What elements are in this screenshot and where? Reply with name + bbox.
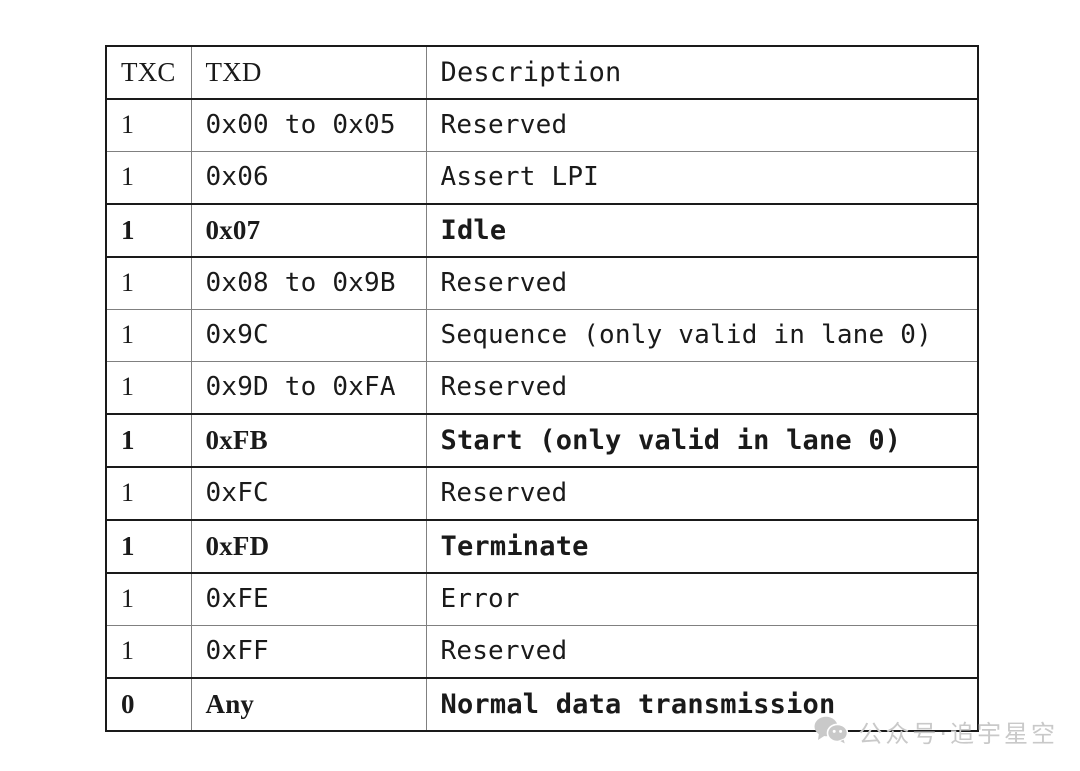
cell-description: Reserved: [425, 361, 979, 415]
cell-txd: 0x00 to 0x05: [190, 98, 427, 152]
cell-txd: 0x08 to 0x9B: [190, 256, 427, 310]
cell-txc: 1: [105, 203, 192, 258]
table-header: TXC TXD Description: [105, 45, 979, 100]
cell-txd: 0xFE: [190, 572, 427, 626]
cell-txc: 0: [105, 677, 192, 732]
cell-description: Reserved: [425, 98, 979, 152]
cell-description: Terminate: [425, 519, 979, 574]
cell-description: Assert LPI: [425, 151, 979, 205]
cell-txd: 0xFC: [190, 466, 427, 521]
column-header-description: Description: [425, 45, 979, 100]
cell-description: Idle: [425, 203, 979, 258]
cell-txd: 0x06: [190, 151, 427, 205]
cell-txd: 0x07: [190, 203, 427, 258]
cell-txc: 1: [105, 413, 192, 468]
cell-description: Reserved: [425, 466, 979, 521]
cell-description: Start (only valid in lane 0): [425, 413, 979, 468]
cell-txc: 1: [105, 98, 192, 152]
cell-description: Error: [425, 572, 979, 626]
cell-txc: 1: [105, 572, 192, 626]
cell-txd: 0xFB: [190, 413, 427, 468]
cell-txc: 1: [105, 361, 192, 415]
cell-txc: 1: [105, 151, 192, 205]
cell-description: Sequence (only valid in lane 0): [425, 309, 979, 362]
cell-txd: Any: [190, 677, 427, 732]
cell-txc: 1: [105, 256, 192, 310]
column-header-txc: TXC: [105, 45, 192, 100]
table-header-row: TXC TXD Description: [105, 45, 979, 100]
cell-txd: 0xFD: [190, 519, 427, 574]
cell-description: Normal data transmission: [425, 677, 979, 732]
cell-txd: 0x9C: [190, 309, 427, 362]
cell-txc: 1: [105, 466, 192, 521]
cell-txc: 1: [105, 625, 192, 679]
cell-description: Reserved: [425, 256, 979, 310]
cell-description: Reserved: [425, 625, 979, 679]
cell-txd: 0x9D to 0xFA: [190, 361, 427, 415]
column-header-txd: TXD: [190, 45, 427, 100]
cell-txc: 1: [105, 519, 192, 574]
cell-txd: 0xFF: [190, 625, 427, 679]
cell-txc: 1: [105, 309, 192, 362]
